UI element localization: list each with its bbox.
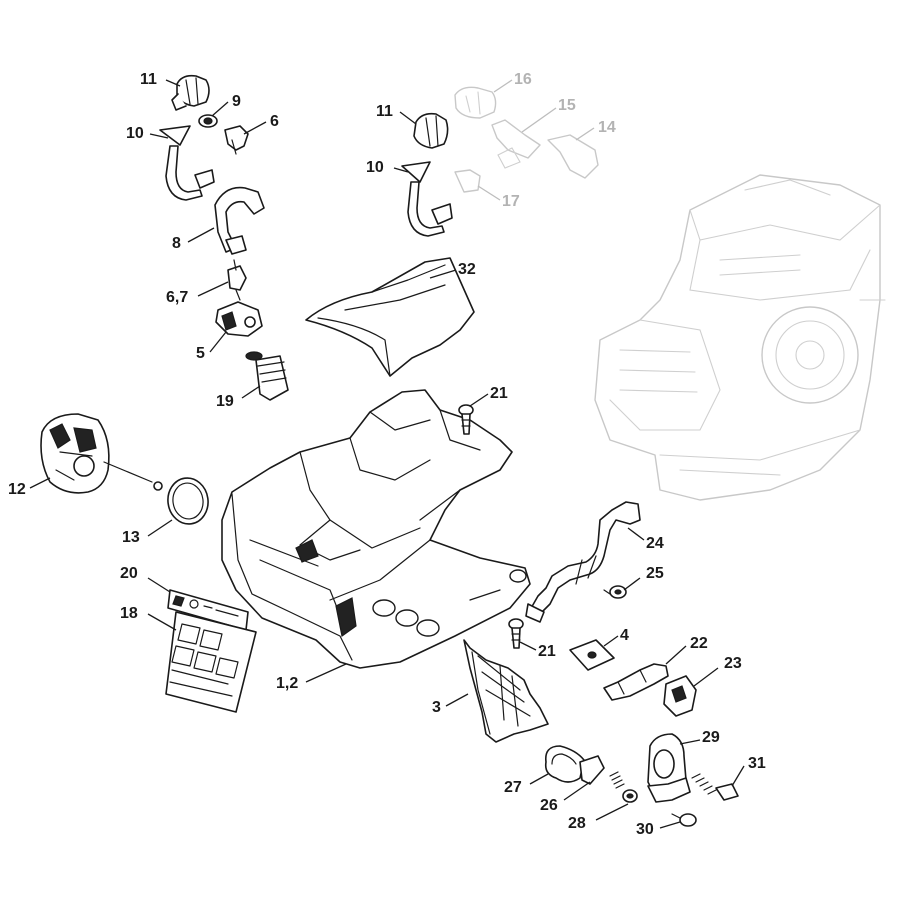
callout-12: 12 bbox=[8, 481, 26, 498]
part-27-spring-clip bbox=[544, 745, 585, 783]
callout-31: 31 bbox=[748, 755, 766, 772]
part-5-pickup-body bbox=[215, 301, 263, 337]
part-3-guard-plate bbox=[463, 639, 549, 743]
part-23-clip-block bbox=[663, 675, 697, 717]
part-1-2-crankcase-housing bbox=[221, 389, 531, 669]
callout-10-top-left: 10 bbox=[126, 125, 144, 142]
callout-17: 17 bbox=[502, 193, 520, 210]
callout-21-upper: 21 bbox=[490, 385, 508, 402]
callout-30: 30 bbox=[636, 821, 654, 838]
callout-21-lower: 21 bbox=[538, 643, 556, 660]
part-9-grommet bbox=[198, 114, 218, 128]
part-10-hose-middle bbox=[401, 161, 453, 237]
part-25-screw bbox=[603, 585, 627, 599]
callout-19: 19 bbox=[216, 393, 234, 410]
callout-23: 23 bbox=[724, 655, 742, 672]
part-8-fuel-line bbox=[214, 186, 265, 255]
part-32-shroud bbox=[305, 257, 475, 377]
part-4-rubber-pad bbox=[569, 639, 615, 671]
callout-9: 9 bbox=[232, 93, 241, 110]
callout-18: 18 bbox=[120, 605, 138, 622]
part-22-bracket bbox=[603, 663, 669, 701]
callout-6: 6 bbox=[270, 113, 279, 130]
callout-3: 3 bbox=[432, 699, 441, 716]
callout-22: 22 bbox=[690, 635, 708, 652]
part-12-oil-pump bbox=[40, 413, 163, 494]
callout-27: 27 bbox=[504, 779, 522, 796]
callout-11-middle: 11 bbox=[376, 103, 393, 120]
callout-29: 29 bbox=[702, 729, 720, 746]
callout-32: 32 bbox=[458, 261, 476, 278]
callout-5: 5 bbox=[196, 345, 205, 362]
part-11-fuel-cap-top-left bbox=[171, 74, 210, 111]
part-18-instruction-label bbox=[165, 611, 257, 713]
part-29-chain-tensioner-drum bbox=[647, 733, 691, 803]
part-31-adjusting-screw bbox=[691, 773, 739, 801]
callout-24: 24 bbox=[646, 535, 664, 552]
leader-lines bbox=[29, 79, 745, 829]
callout-26: 26 bbox=[540, 797, 558, 814]
engine-reference-ghost bbox=[594, 174, 886, 501]
callout-28: 28 bbox=[568, 815, 586, 832]
part-21-screw-upper bbox=[458, 404, 474, 435]
callout-6-7: 6,7 bbox=[166, 289, 188, 306]
callout-1-2: 1,2 bbox=[276, 675, 298, 692]
ghost-parts-group bbox=[454, 86, 599, 193]
part-6-7-fitting bbox=[227, 259, 247, 301]
part-30-screw bbox=[671, 813, 697, 827]
callout-15: 15 bbox=[558, 97, 576, 114]
part-21-screw-lower bbox=[508, 618, 524, 649]
callout-4: 4 bbox=[620, 627, 629, 644]
callout-10-middle: 10 bbox=[366, 159, 384, 176]
part-10-hose-top-left bbox=[159, 125, 215, 201]
part-11-fuel-cap-middle bbox=[413, 112, 449, 149]
part-6-fitting bbox=[224, 125, 249, 155]
callout-labels: 11 9 10 6 8 6,7 5 19 11 10 16 15 14 17 3… bbox=[8, 71, 766, 838]
part-19-filter bbox=[245, 351, 289, 401]
part-28-spring bbox=[609, 771, 638, 803]
callout-11-top-left: 11 bbox=[140, 71, 157, 88]
callout-13: 13 bbox=[122, 529, 140, 546]
part-26-retainer bbox=[579, 755, 605, 785]
callout-16: 16 bbox=[514, 71, 532, 88]
callout-25: 25 bbox=[646, 565, 664, 582]
callout-14: 14 bbox=[598, 119, 616, 136]
callout-8: 8 bbox=[172, 235, 181, 252]
part-24-oil-hose bbox=[525, 501, 641, 623]
part-13-seal-ring bbox=[167, 477, 209, 525]
callout-20: 20 bbox=[120, 565, 138, 582]
